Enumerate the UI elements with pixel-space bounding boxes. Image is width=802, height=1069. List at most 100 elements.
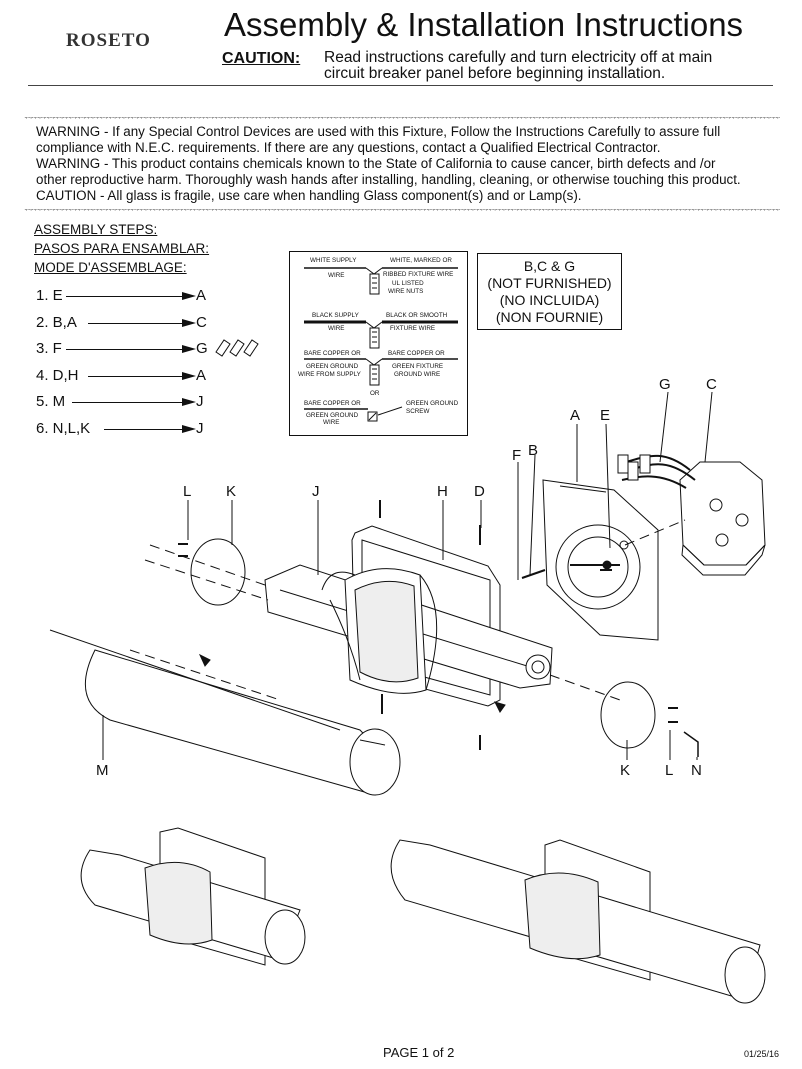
- part-label-k: K: [226, 483, 237, 500]
- page-title: Assembly & Installation Instructions: [224, 6, 744, 43]
- wiring-label: WIRE: [328, 272, 345, 279]
- wiring-label: WIRE NUTS: [388, 288, 424, 295]
- wiring-label: OR: [370, 390, 380, 397]
- part-label-a: A: [570, 407, 581, 424]
- step-arrow: [88, 323, 184, 324]
- perforated-shade-drawing: [321, 568, 438, 694]
- wire-nuts-icon: [215, 339, 259, 357]
- step-1-to: A: [196, 287, 207, 304]
- part-label-l2: L: [665, 762, 674, 779]
- part-label-e: E: [600, 407, 611, 424]
- step-6-from: 6. N,L,K: [36, 420, 91, 437]
- assembled-fixture-left: [80, 827, 306, 966]
- wiring-label: GREEN GROUND: [406, 400, 459, 407]
- warning-line: WARNING - If any Special Control Devices…: [36, 124, 721, 139]
- step-arrow: [72, 402, 184, 403]
- header-divider: [28, 85, 773, 86]
- warning-line: WARNING - This product contains chemical…: [36, 156, 716, 171]
- arrow-head-icon: [182, 372, 196, 380]
- wiring-label: WHITE, MARKED OR: [390, 257, 452, 264]
- asterisk-divider-bottom: ****************************************…: [24, 209, 780, 214]
- asterisk-divider-top: ****************************************…: [24, 117, 780, 122]
- step-5-from: 5. M: [36, 393, 66, 410]
- wiring-label: GREEN GROUND: [306, 363, 359, 370]
- wiring-diagram: WHITE SUPPLY WIRE WHITE, MARKED OR RIBBE…: [289, 251, 468, 436]
- step-3-from: 3. F: [36, 340, 62, 357]
- wiring-label: BARE COPPER OR: [304, 400, 361, 407]
- warning-line: CAUTION - All glass is fragile, use care…: [36, 188, 582, 203]
- brand-logo: ROSETO: [66, 30, 151, 51]
- part-label-h: H: [437, 483, 448, 500]
- not-furnished-parts: B,C & G: [523, 258, 576, 274]
- step-2-to: C: [196, 314, 207, 331]
- alignment-dashed-lines: [129, 519, 686, 701]
- step-4-from: 4. D,H: [36, 367, 79, 384]
- guide-line: [49, 629, 341, 731]
- not-furnished-box: B,C & G (NOT FURNISHED) (NO INCLUIDA) (N…: [477, 253, 622, 330]
- step-6-to: J: [196, 420, 204, 437]
- wiring-label: BARE COPPER OR: [304, 350, 361, 357]
- supply-wires-drawing: [617, 454, 696, 489]
- wiring-label: WHITE SUPPLY: [310, 257, 357, 264]
- wiring-label: BARE COPPER OR: [388, 350, 445, 357]
- step-3-to: G: [196, 340, 208, 357]
- wiring-label: WIRE: [323, 419, 340, 426]
- arrow-head-icon: [182, 292, 196, 300]
- assembly-heading-es: PASOS PARA ENSAMBLAR:: [34, 241, 210, 256]
- warnings-block: WARNING - If any Special Control Devices…: [36, 124, 776, 204]
- part-label-n: N: [691, 762, 702, 779]
- label-leaders: [102, 391, 713, 760]
- step-5-to: J: [196, 393, 204, 410]
- step-arrow: [66, 349, 184, 350]
- arrow-head-icon: [182, 425, 196, 433]
- part-label-m: M: [96, 762, 109, 779]
- arrow-head-icon: [182, 398, 196, 406]
- caution-text: Read instructions carefully and turn ele…: [324, 50, 784, 82]
- not-furnished-en: (NOT FURNISHED): [487, 275, 612, 291]
- wiring-label: SCREW: [406, 408, 430, 415]
- wiring-label: WIRE: [328, 325, 345, 332]
- junction-box-drawing: [679, 461, 766, 576]
- step-1-from: 1. E: [36, 287, 63, 304]
- part-label-d: D: [474, 483, 485, 500]
- warning-line: compliance with N.E.C. requirements. If …: [36, 140, 661, 155]
- part-label-f: F: [512, 447, 522, 464]
- step-2-from: 2. B,A: [36, 314, 77, 331]
- arrow-head-icon: [182, 345, 196, 353]
- step-arrow: [104, 429, 184, 430]
- step-arrow: [66, 296, 184, 297]
- allen-key-drawing: [683, 731, 699, 757]
- not-furnished-es: (NO INCLUIDA): [499, 292, 600, 308]
- assembled-fixture-right: [390, 839, 766, 1004]
- caution-label: CAUTION:: [222, 50, 301, 67]
- step-4-to: A: [196, 367, 207, 384]
- arrow-head-icon: [182, 319, 196, 327]
- caution-line-1: Read instructions carefully and turn ele…: [324, 49, 713, 66]
- wiring-label: WIRE FROM SUPPLY: [298, 371, 361, 378]
- revision-date: 01/25/16: [744, 1049, 780, 1059]
- wiring-label: BLACK SUPPLY: [312, 312, 359, 319]
- assembly-heading-en: ASSEMBLY STEPS:: [34, 222, 158, 237]
- assembly-heading-fr: MODE D'ASSEMBLAGE:: [34, 260, 187, 275]
- warning-line: other reproductive harm. Thoroughly wash…: [36, 172, 741, 187]
- wiring-label: FIXTURE WIRE: [390, 325, 436, 332]
- wire-connection-icon: [304, 267, 458, 422]
- glass-tube-drawing: [84, 649, 401, 796]
- wiring-label: GROUND WIRE: [394, 371, 441, 378]
- mounting-plate-drawing: [542, 479, 659, 641]
- part-label-j: J: [312, 483, 320, 500]
- page-number: PAGE 1 of 2: [383, 1045, 455, 1060]
- wiring-label: GREEN FIXTURE: [392, 363, 444, 370]
- end-cap-right: [600, 681, 656, 749]
- caution-line-2: circuit breaker panel before beginning i…: [324, 65, 666, 82]
- not-furnished-fr: (NON FOURNIE): [495, 309, 604, 325]
- part-label-l: L: [183, 483, 192, 500]
- wiring-label: UL LISTED: [392, 280, 424, 287]
- wiring-label: GREEN GROUND: [306, 412, 359, 419]
- part-label-c: C: [706, 376, 717, 393]
- part-label-g: G: [659, 376, 671, 393]
- part-label-b: B: [528, 442, 539, 459]
- part-label-k2: K: [620, 762, 631, 779]
- end-cap-left: [190, 538, 246, 606]
